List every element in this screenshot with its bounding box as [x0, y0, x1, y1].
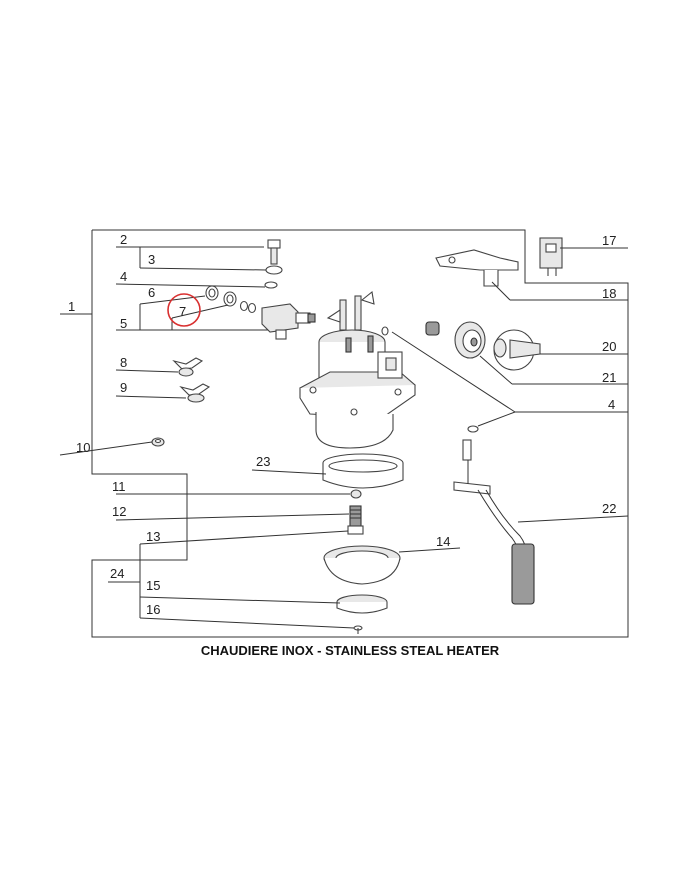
callout-4-left: 4 [120, 269, 127, 284]
callout-5: 5 [120, 316, 127, 331]
part-14-cup [323, 545, 401, 585]
small-washers [239, 300, 257, 314]
callout-16: 16 [146, 602, 160, 617]
part-3-washer [265, 265, 283, 275]
highlight-circle [167, 293, 201, 327]
callout-1: 1 [68, 299, 75, 314]
callout-17: 17 [602, 233, 616, 248]
part-22-steam-pipe [453, 439, 535, 605]
part-2-bolt [267, 239, 281, 265]
part-10-spacer [151, 437, 165, 447]
part-12-spring [347, 505, 364, 535]
part-9-wing-nut [179, 383, 211, 403]
part-23-ring [322, 453, 404, 489]
callout-13: 13 [146, 529, 160, 544]
part-8-wing-nut [172, 357, 204, 377]
callout-18: 18 [602, 286, 616, 301]
part-21-knob-base [454, 321, 486, 359]
callout-14: 14 [436, 534, 450, 549]
part-15-disk [336, 594, 388, 614]
part-7-o-ring [223, 291, 237, 307]
callout-8: 8 [120, 355, 127, 370]
callout-22: 22 [602, 501, 616, 516]
callout-3: 3 [148, 252, 155, 267]
part-11-cap [350, 489, 362, 499]
callout-7: 7 [179, 304, 186, 319]
callout-20: 20 [602, 339, 616, 354]
part-6-o-ring [205, 285, 219, 301]
boiler-body [299, 290, 416, 449]
part-4-washer-lower [467, 425, 479, 433]
callout-4-right: 4 [608, 397, 615, 412]
part-17-microswitch [539, 237, 563, 276]
part-4-washer [264, 281, 278, 289]
part-16-screw [353, 625, 363, 634]
callout-2: 2 [120, 232, 127, 247]
callout-23: 23 [256, 454, 270, 469]
callout-labels: 1 2 3 4 6 7 5 8 9 10 11 12 13 24 15 16 1… [68, 232, 616, 617]
diagram-caption: CHAUDIERE INOX - STAINLESS STEAL HEATER [201, 643, 500, 658]
callout-6: 6 [148, 285, 155, 300]
part-4-washer-top [381, 326, 389, 336]
leader-lines [59, 246, 629, 629]
callout-12: 12 [112, 504, 126, 519]
callout-9: 9 [120, 380, 127, 395]
assembly-boundary [91, 229, 629, 638]
part-5-valve-body [261, 303, 316, 340]
callout-10: 10 [76, 440, 90, 455]
part-18-bracket [435, 249, 519, 287]
part-20-knob [493, 329, 541, 371]
callout-21: 21 [602, 370, 616, 385]
callout-15: 15 [146, 578, 160, 593]
part-21-insert [425, 321, 440, 336]
callout-11: 11 [112, 479, 126, 494]
callout-24: 24 [110, 566, 124, 581]
